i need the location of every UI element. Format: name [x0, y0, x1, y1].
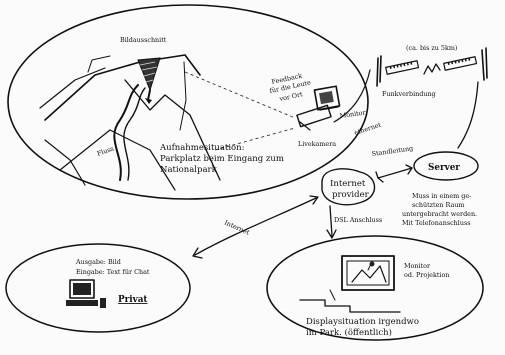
- label-fluss: Fluss: [96, 144, 115, 157]
- label-range: (ca. bis zu 5km): [406, 44, 457, 52]
- label-funkverbindung: Funkverbindung: [382, 90, 436, 98]
- view-line-bottom: [214, 127, 296, 151]
- server-oval: [413, 151, 479, 181]
- label-server-note-1: Muss in einem ge-: [412, 192, 471, 200]
- radio-link-group: (ca. bis zu 5km) Funkverbindung: [376, 44, 488, 98]
- display-situation-oval: [266, 235, 484, 341]
- recording-situation-group: Bildausschnitt Fluss Feedback für die Le…: [7, 4, 382, 200]
- label-displaysituation-2: im Park. (öffentlich): [306, 327, 392, 338]
- label-private-note-1: Ausgabe: Bild: [75, 258, 121, 266]
- label-server: Server: [428, 163, 460, 173]
- live-camera-icon: [296, 104, 332, 131]
- label-server-note-2: schützten Raum: [412, 201, 464, 209]
- antenna-right: [481, 47, 488, 81]
- label-monitor-projektion-1: Monitor: [404, 262, 431, 270]
- radio-unit-left: [385, 60, 420, 75]
- label-bildausschnitt: Bildausschnitt: [120, 36, 167, 44]
- ethernet-line: [333, 69, 371, 123]
- display-situation-group: Monitor od. Projektion Displaysituation …: [266, 235, 484, 341]
- server-group: Server Muss in einem ge- schützten Raum …: [402, 151, 479, 227]
- label-privat: Privat: [118, 295, 148, 305]
- label-aufnahmesituation-2: Parkplatz beim Eingang zum: [160, 154, 284, 164]
- view-line-top: [184, 71, 296, 119]
- label-dsl: DSL Anschluss: [334, 216, 382, 224]
- label-monitor-projektion-2: od. Projektion: [404, 271, 449, 279]
- label-monitor-small: Monitor: [339, 108, 367, 120]
- label-server-note-4: Mit Telefonanschluss: [402, 219, 471, 227]
- large-monitor-icon: [341, 255, 395, 291]
- label-server-note-3: untergebracht werden.: [402, 210, 477, 218]
- computer-icon: [66, 279, 106, 308]
- dsl-arrow: [326, 205, 337, 239]
- label-internet-provider-2: provider: [332, 190, 370, 200]
- label-aufnahmesituation-3: Nationalpark: [160, 165, 218, 175]
- label-internet-provider-1: Internet: [330, 179, 366, 189]
- link-antenna-server: [457, 81, 479, 149]
- small-monitor-icon: [313, 85, 341, 111]
- standleitung-arrow: [375, 164, 413, 183]
- private-group: Ausgabe: Bild Eingabe: Text für Chat Pri…: [5, 243, 191, 333]
- private-oval: [5, 243, 191, 333]
- radio-unit-right: [443, 56, 478, 71]
- radio-wave-icon: [423, 63, 441, 75]
- antenna-left: [376, 55, 382, 87]
- label-private-note-2: Eingabe: Text für Chat: [76, 268, 150, 276]
- landscape-sketch: [39, 54, 221, 191]
- internet-arrow: [192, 195, 319, 259]
- recording-situation-oval: [7, 4, 369, 200]
- label-standleitung: Standleitung: [371, 144, 413, 158]
- internet-provider-group: Internet provider: [321, 168, 376, 206]
- label-livekamera: Livekamera: [298, 140, 336, 148]
- person-figure: [329, 289, 336, 301]
- internet-provider-cloud: [321, 168, 376, 206]
- label-aufnahmesituation-1: Aufnahmesituation:: [159, 143, 245, 153]
- label-displaysituation-1: Displaysituation irgendwo: [306, 317, 419, 327]
- ground-steps: [299, 299, 401, 313]
- label-ethernet: ethernet: [353, 121, 382, 137]
